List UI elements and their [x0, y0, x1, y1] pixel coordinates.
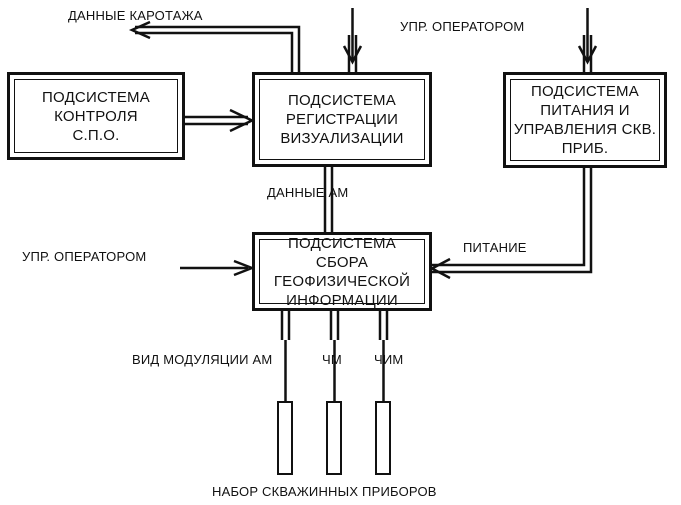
registration-subsystem-label: ПОДСИСТЕМА РЕГИСТРАЦИИ ВИЗУАЛИЗАЦИИ — [280, 92, 404, 147]
operator-input-arrow-left — [180, 259, 256, 277]
registration-subsystem-block: ПОДСИСТЕМА РЕГИСТРАЦИИ ВИЗУАЛИЗАЦИИ — [252, 72, 432, 167]
am-data-link — [323, 167, 334, 232]
operator-input-arrow-top — [342, 8, 363, 72]
logging-data-arrow — [128, 20, 301, 72]
operator-control-top-label: УПР. ОПЕРАТОРОМ — [400, 19, 525, 34]
power-supply-arrow — [429, 168, 593, 280]
power-subsystem-block: ПОДСИСТЕМА ПИТАНИЯ И УПРАВЛЕНИЯ СКВ. ПРИ… — [503, 72, 667, 168]
probe-links — [280, 311, 389, 401]
power-subsystem-label: ПОДСИСТЕМА ПИТАНИЯ И УПРАВЛЕНИЯ СКВ. ПРИ… — [513, 83, 657, 157]
probe-pfm — [375, 401, 391, 475]
control-to-registration-arrow — [184, 108, 255, 133]
fm-label: ЧМ — [322, 352, 342, 367]
operator-control-left-label: УПР. ОПЕРАТОРОМ — [22, 249, 147, 264]
am-data-label: ДАННЫЕ АМ — [267, 185, 349, 200]
probe-set-label: НАБОР СКВАЖИННЫХ ПРИБОРОВ — [212, 484, 437, 499]
control-subsystem-label: ПОДСИСТЕМА КОНТРОЛЯ С.П.О. — [42, 88, 150, 144]
logging-data-label: ДАННЫЕ КАРОТАЖА — [68, 8, 203, 23]
operator-input-arrow-power — [577, 8, 598, 72]
acquisition-subsystem-block: ПОДСИСТЕМА СБОРА ГЕОФИЗИЧЕСКОЙ ИНФОРМАЦИ… — [252, 232, 432, 311]
pfm-label: ЧИМ — [374, 352, 404, 367]
control-subsystem-block: ПОДСИСТЕМА КОНТРОЛЯ С.П.О. — [7, 72, 185, 160]
probe-fm — [326, 401, 342, 475]
power-supply-label: ПИТАНИЕ — [463, 240, 527, 255]
modulation-type-label: ВИД МОДУЛЯЦИИ АМ — [132, 352, 273, 367]
acquisition-subsystem-label: ПОДСИСТЕМА СБОРА ГЕОФИЗИЧЕСКОЙ ИНФОРМАЦИ… — [273, 234, 411, 309]
probe-am — [277, 401, 293, 475]
